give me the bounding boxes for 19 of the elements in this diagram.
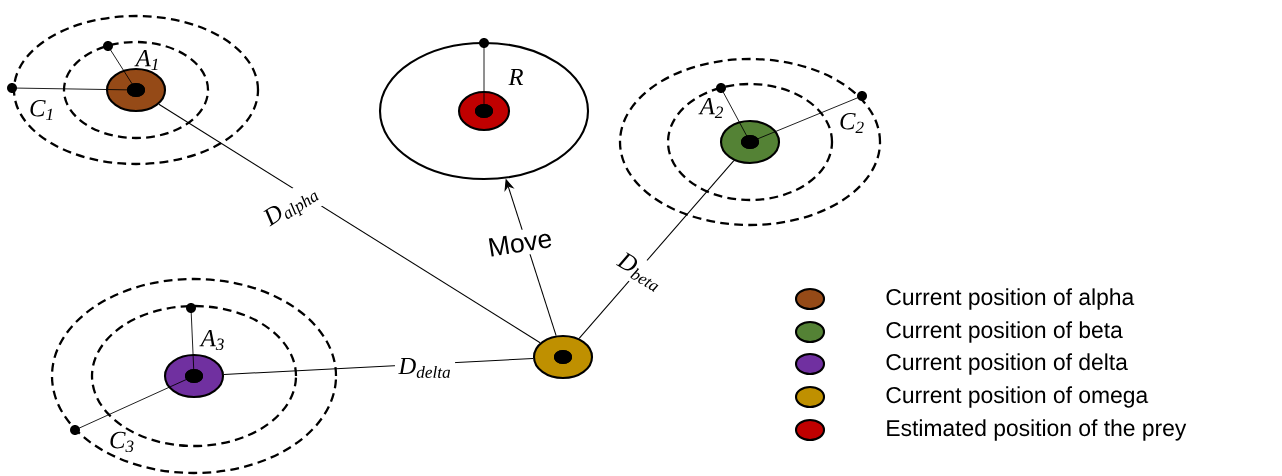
- legend-label: Current position of delta: [886, 353, 1128, 375]
- connector: [158, 103, 541, 344]
- edge-label: D$_{delta}$: [394, 354, 456, 382]
- radius-label: C$_{3}$: [110, 431, 134, 453]
- edge-label: D$_{alpha}$: [256, 176, 328, 238]
- legend-label: Current position of beta: [886, 321, 1123, 343]
- legend-label: Current position of alpha: [886, 288, 1135, 310]
- radius-label: C$_{2}$: [840, 112, 864, 134]
- edge-label: Move: [482, 224, 558, 262]
- legend-label: Current position of omega: [886, 386, 1149, 408]
- position-marker: [719, 119, 781, 165]
- position-marker: [532, 334, 594, 380]
- edge-label: D$_{beta}$: [609, 246, 671, 298]
- radius-label: A$_{1}$: [134, 49, 158, 70]
- legend-label: Estimated position of the prey: [887, 419, 1187, 441]
- search-radius-circle: [378, 41, 590, 181]
- position-marker: [163, 353, 225, 399]
- radius-label: R: [508, 68, 524, 86]
- connector: [578, 160, 735, 339]
